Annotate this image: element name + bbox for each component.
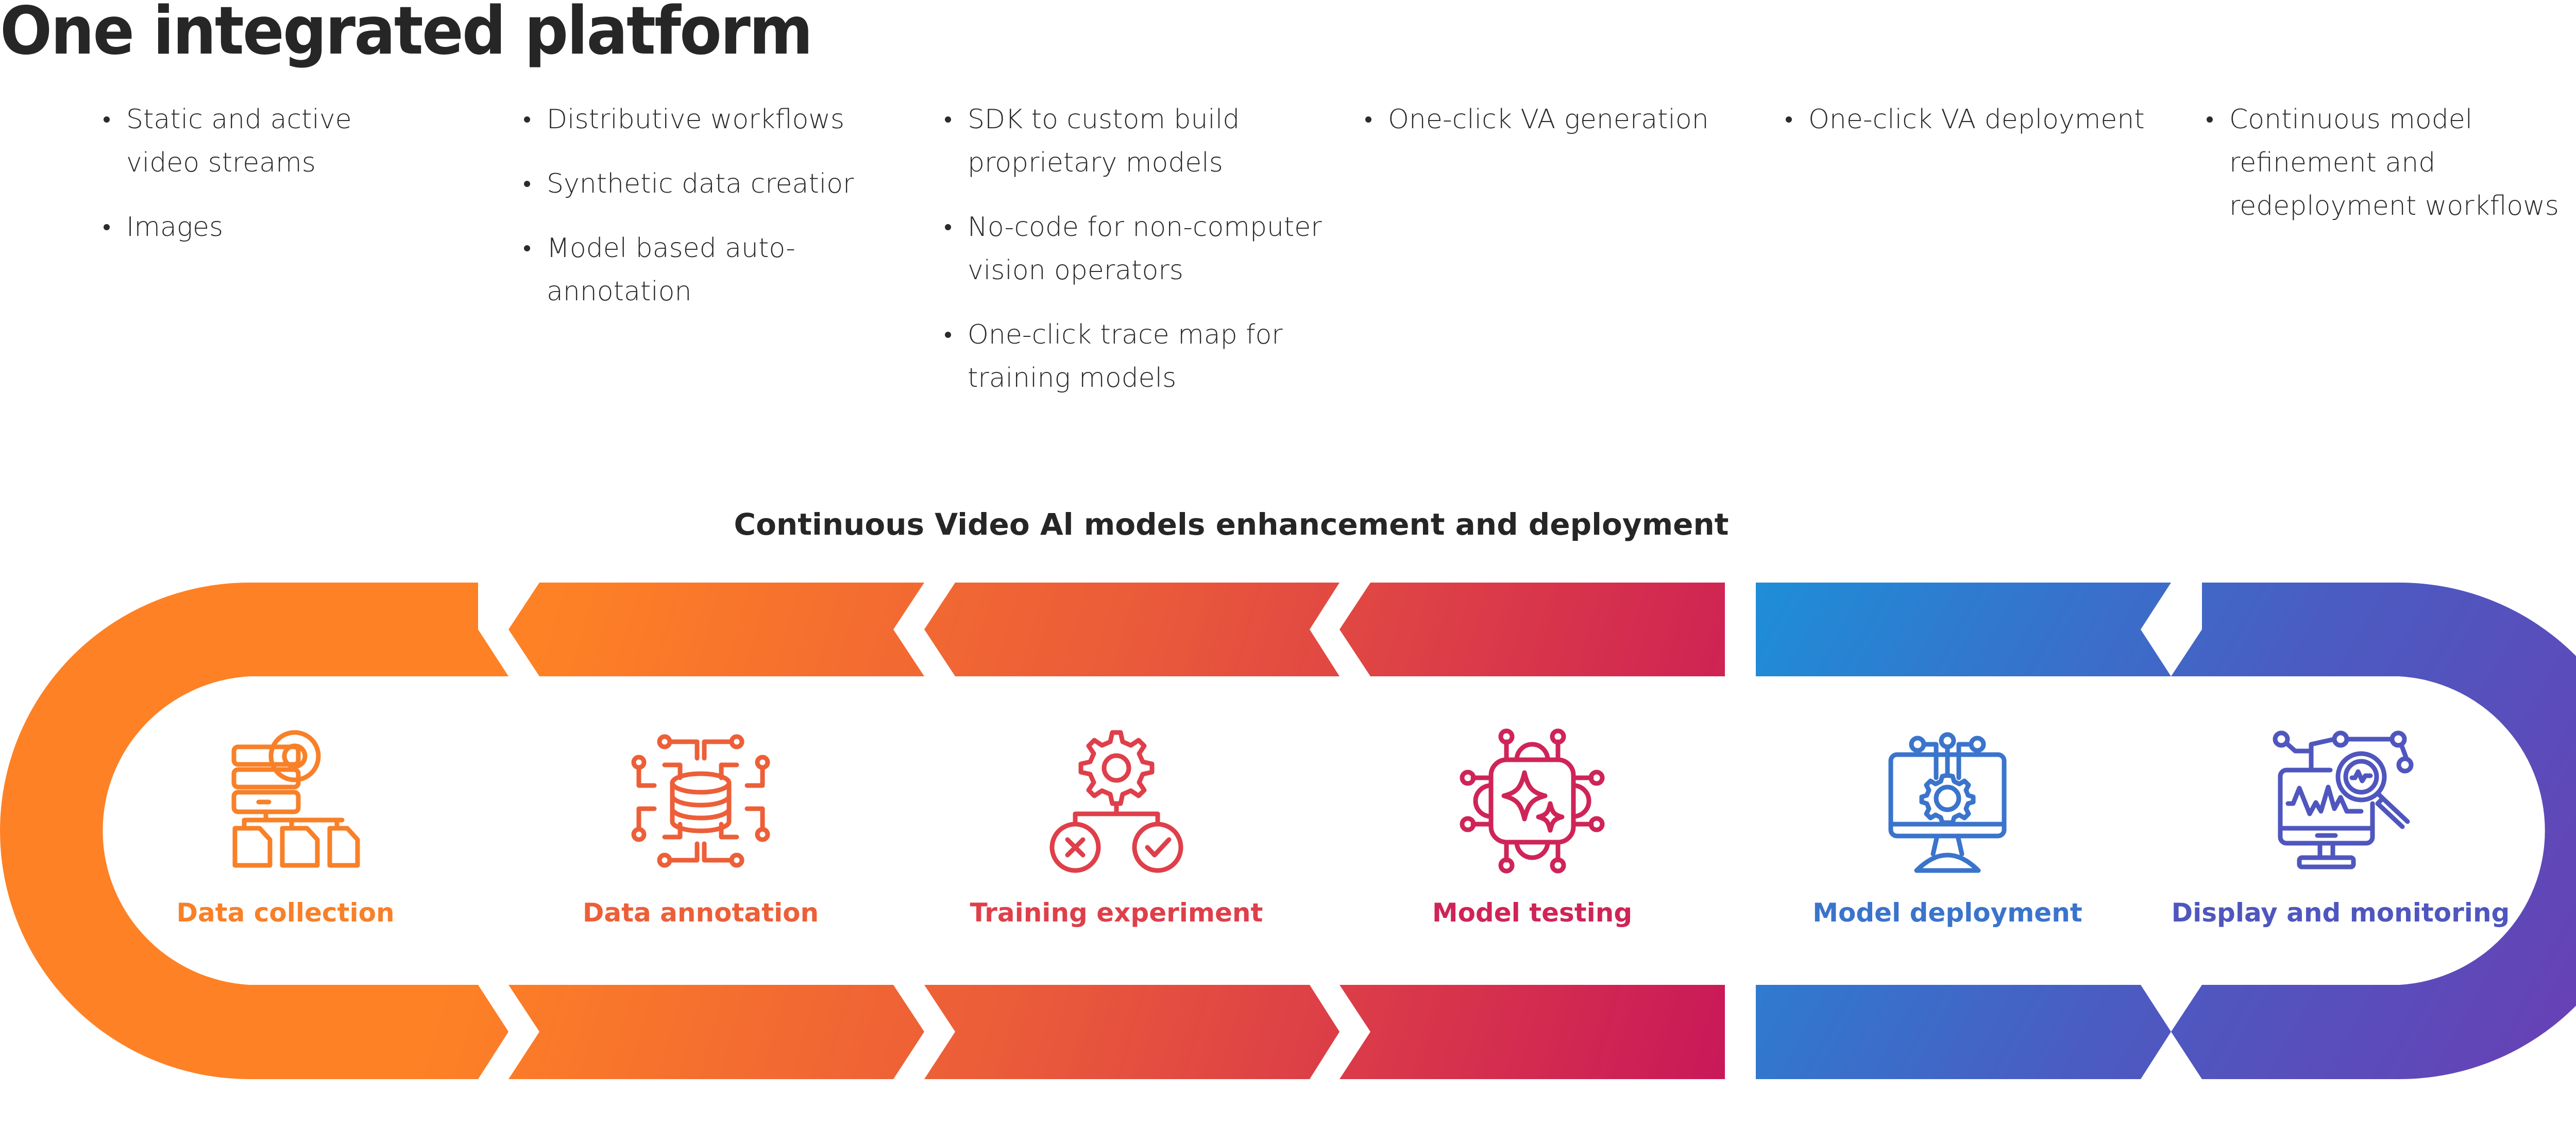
stage-model-testing: Model testing [1352,726,1713,929]
page-title: One integrated platform [0,0,813,70]
feature-item: Model based auto-annotation [524,227,815,313]
stage-data-collection: Data collection [105,726,466,929]
database-circuit-icon [631,734,770,868]
loop-segment-bottom-4 [1340,985,1725,1079]
database-gear-files-icon [231,730,360,868]
stage-label: Data annotation [582,898,819,928]
loop-segment-bottom-3 [924,985,1340,1079]
loop-segment-top-5 [1756,583,2171,676]
stage-label: Training experiment [970,898,1263,928]
loop-segment-top-3 [924,583,1340,676]
loop-segment-top-4 [1340,583,1725,676]
stage-label: Model testing [1432,898,1633,928]
stage-training-experiment: Training experiment [936,726,1297,929]
feature-item: One-click trace map for training models [945,313,1287,400]
stage-display-monitoring: Display and monitoring [2160,726,2521,929]
feature-item: Static and active video streams [104,98,394,184]
loop-segment-right-arc [2171,583,2576,1079]
loop-segment-bottom-2 [509,985,924,1079]
stage-label: Model deployment [1812,898,2082,928]
feature-item: Continuous model refinement and redeploy… [2207,98,2576,228]
pipeline-subtitle: Continuous Video Al models enhancement a… [734,507,1729,542]
monitor-gear-network-icon [1888,732,2007,873]
feature-item: No-code for non-computer vision operator… [945,206,1338,292]
stage-model-deployment: Model deployment [1767,726,2128,929]
feature-item: Images [104,206,495,249]
feature-column-5: One-click VA deployment [1786,98,2177,162]
feature-item: Distributive workflows [524,98,916,141]
stage-data-annotation: Data annotation [520,726,881,929]
gear-decision-tree-icon [1049,730,1183,873]
feature-item: One-click VA generation [1365,98,1757,141]
feature-column-2: Distributive workflows Synthetic data cr… [524,98,916,334]
loop-segment-top-2 [509,583,924,676]
feature-column-4: One-click VA generation [1365,98,1757,162]
loop-segment-bottom-5 [1756,985,2171,1079]
ai-chip-sparkle-icon [1460,728,1605,874]
loop-segment-left-arc [0,583,509,1079]
feature-item: Synthetic data creatior [524,162,916,206]
stage-label: Display and monitoring [2171,898,2510,928]
feature-item: SDK to custom build proprietary models [945,98,1256,184]
feature-column-3: SDK to custom build proprietary models N… [945,98,1336,421]
feature-column-6: Continuous model refinement and redeploy… [2207,98,2576,249]
feature-column-1: Static and active video streams Images [104,98,495,270]
stage-label: Data collection [176,898,395,928]
monitor-analytics-magnifier-icon [2273,730,2414,869]
feature-item: One-click VA deployment [1786,98,2177,141]
feature-columns: Static and active video streams Images D… [0,98,2576,407]
